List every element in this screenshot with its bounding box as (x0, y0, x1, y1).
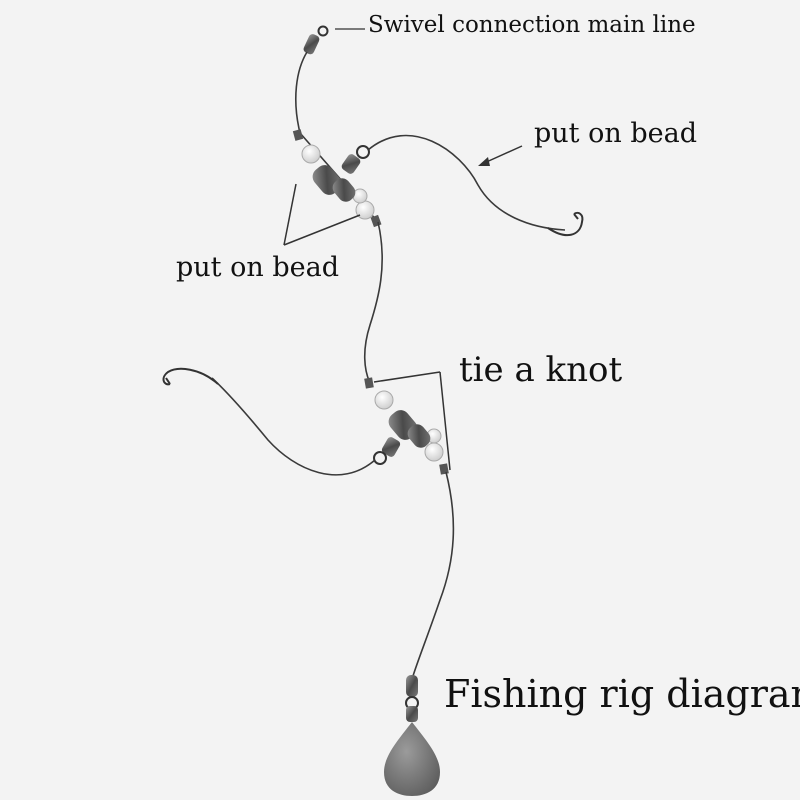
put-on-bead-label-right: put on bead (534, 118, 697, 149)
upper-three-way-swivel-icon (312, 145, 370, 202)
bead-icon (424, 442, 444, 462)
hook-icon (547, 211, 584, 237)
sinker-icon (384, 722, 440, 796)
lower-three-way-swivel-icon (373, 410, 431, 465)
pointer-line (283, 183, 297, 246)
knot-pointer-line (439, 371, 451, 471)
upper-dropper-line (367, 134, 566, 231)
diagram-title: Fishing rig diagram (444, 672, 800, 716)
bottom-swivel-icon (405, 675, 419, 722)
hook-icon (162, 367, 219, 386)
knot-icon (439, 463, 449, 475)
knot-pointer-line (373, 371, 441, 383)
bead-icon (374, 390, 394, 410)
pointer-line (283, 214, 361, 246)
lower-dropper-line (211, 377, 376, 476)
top-swivel-icon (303, 25, 329, 55)
knot-icon (364, 377, 374, 389)
knot-icon (292, 129, 304, 141)
main-line-middle (363, 221, 383, 384)
knot-icon (370, 214, 382, 228)
swivel-connection-label: Swivel connection main line (368, 12, 696, 38)
put-on-bead-label-left: put on bead (176, 252, 339, 283)
main-line-bottom (412, 471, 455, 677)
tie-a-knot-label: tie a knot (459, 350, 623, 390)
bead-icon (301, 144, 321, 164)
